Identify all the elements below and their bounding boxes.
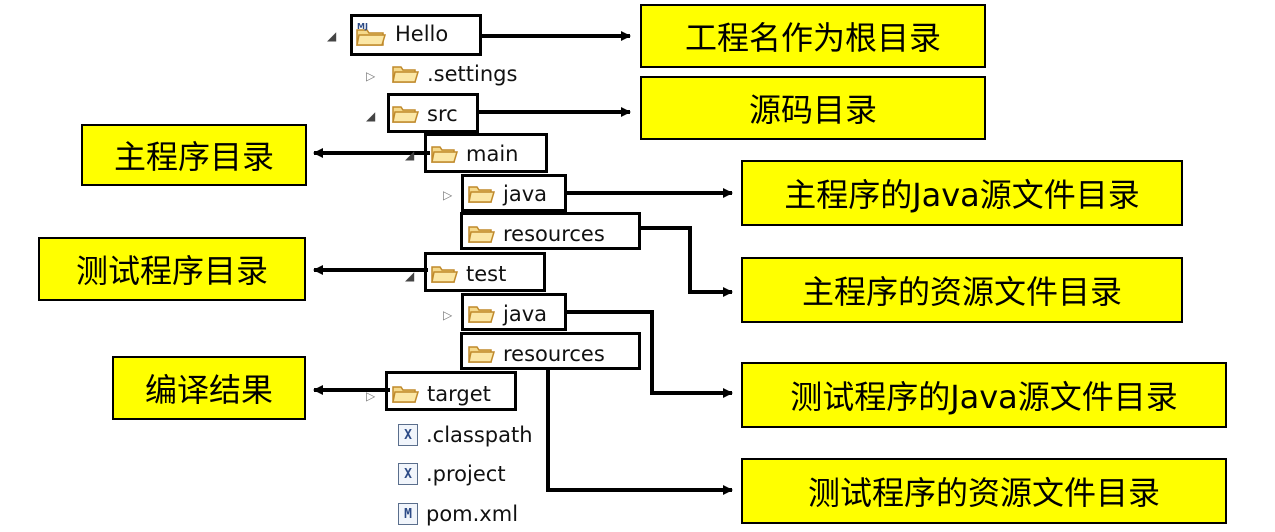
folder-icon: [431, 266, 458, 283]
expand-main-java-icon[interactable]: ▷: [443, 188, 453, 202]
folder-icon: [392, 66, 419, 83]
expand-main-icon[interactable]: ◢: [405, 148, 415, 162]
tree-item-hello[interactable]: MJ Hello: [355, 17, 448, 51]
highlight-main: [424, 133, 548, 173]
callout-main-resources: 主程序的资源文件目录: [741, 257, 1183, 323]
tree-label-test-resources: resources: [503, 342, 605, 366]
tree-item-project-file[interactable]: X .project: [398, 457, 506, 491]
expand-hello-icon[interactable]: ◢: [327, 29, 337, 43]
highlight-test: [424, 252, 546, 292]
xml-file-icon: X: [398, 463, 418, 485]
tree-item-src[interactable]: src: [392, 97, 458, 131]
tree-item-pom[interactable]: M pom.xml: [398, 497, 518, 531]
highlight-target: [385, 371, 517, 411]
tree-label-test-java: java: [503, 302, 547, 326]
folder-icon: [468, 226, 495, 243]
callout-source-dir: 源码目录: [640, 76, 986, 140]
highlight-test-java: [461, 293, 567, 331]
arrow-test-resources: [546, 368, 733, 495]
tree-label-project-file: .project: [426, 462, 506, 486]
folder-icon: [392, 386, 419, 403]
tree-label-main-java: java: [503, 182, 547, 206]
tree-label-classpath: .classpath: [426, 423, 533, 447]
expand-src-icon[interactable]: ◢: [366, 109, 376, 123]
maven-project-icon: MJ: [356, 22, 387, 46]
expand-settings-icon[interactable]: ▷: [366, 69, 376, 83]
expand-test-java-icon[interactable]: ▷: [443, 308, 453, 322]
highlight-main-java: [461, 174, 567, 212]
tree-label-settings: .settings: [427, 62, 518, 86]
callout-test-resources: 测试程序的资源文件目录: [741, 458, 1227, 524]
tree-label-main-resources: resources: [503, 222, 605, 246]
xml-file-icon: X: [398, 424, 418, 446]
callout-compile-result: 编译结果: [112, 356, 306, 420]
tree-label-test: test: [466, 262, 507, 286]
highlight-hello: [350, 14, 482, 56]
expand-test-icon[interactable]: ◢: [405, 269, 415, 283]
folder-icon: [468, 186, 495, 203]
tree-item-main-java[interactable]: java: [468, 177, 547, 211]
tree-item-main[interactable]: main: [431, 137, 518, 171]
expand-target-icon[interactable]: ▷: [366, 389, 376, 403]
tree-item-target[interactable]: target: [392, 377, 491, 411]
callout-project-root: 工程名作为根目录: [640, 4, 986, 68]
tree-label-hello: Hello: [395, 22, 449, 46]
folder-icon: [468, 346, 495, 363]
callout-main-java-source: 主程序的Java源文件目录: [741, 160, 1183, 226]
highlight-test-resources: [460, 332, 641, 370]
tree-item-test-resources[interactable]: resources: [468, 337, 605, 371]
tree-item-test-java[interactable]: java: [468, 297, 547, 331]
highlight-main-resources: [460, 212, 641, 250]
callout-test-program-dir: 测试程序目录: [38, 237, 306, 301]
callout-test-java-source: 测试程序的Java源文件目录: [741, 362, 1227, 428]
folder-icon: [392, 106, 419, 123]
tree-label-pom: pom.xml: [426, 502, 519, 526]
tree-label-src: src: [427, 102, 458, 126]
tree-item-main-resources[interactable]: resources: [468, 217, 605, 251]
maven-file-icon: M: [398, 503, 418, 525]
svg-text:MJ: MJ: [357, 22, 368, 31]
tree-item-classpath[interactable]: X .classpath: [398, 418, 533, 452]
folder-icon: [468, 306, 495, 323]
arrow-main-resources: [640, 226, 733, 297]
tree-item-settings[interactable]: .settings: [392, 57, 517, 91]
tree-item-test[interactable]: test: [431, 257, 506, 291]
highlight-src: [387, 93, 479, 133]
tree-label-target: target: [427, 382, 491, 406]
callout-main-program-dir: 主程序目录: [81, 124, 307, 186]
tree-label-main: main: [466, 142, 519, 166]
folder-icon: [431, 146, 458, 163]
